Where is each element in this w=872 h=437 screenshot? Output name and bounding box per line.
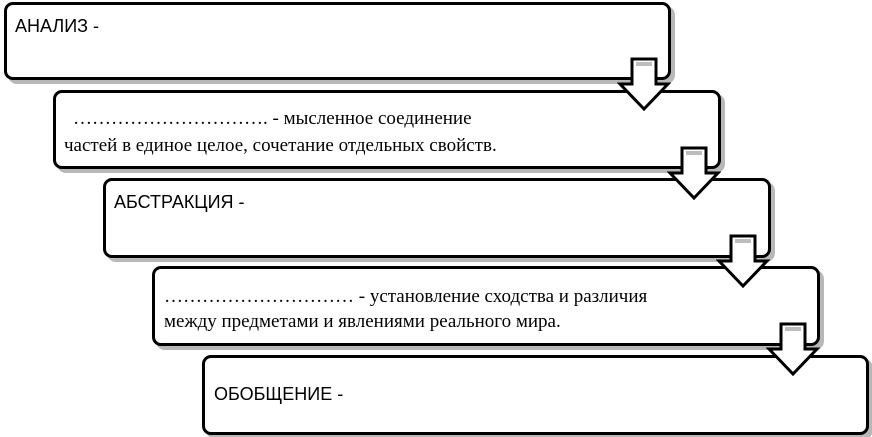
down-arrow-icon — [716, 234, 770, 288]
step-generalization: ОБОБЩЕНИЕ - — [202, 355, 869, 435]
down-arrow-icon — [617, 57, 671, 111]
step-synthesis-line-2: частей в единое целое, сочетание отдельн… — [64, 135, 497, 156]
step-generalization-label: ОБОБЩЕНИЕ - — [214, 384, 344, 404]
step-synthesis: …………………………. - мысленное соединение часте… — [53, 90, 721, 169]
down-arrow-icon — [667, 146, 721, 200]
step-synthesis-line-1: …………………………. - мысленное соединение — [73, 108, 472, 129]
step-analysis-label: АНАЛИЗ - — [15, 16, 100, 36]
down-arrow-icon — [766, 322, 820, 376]
step-analysis: АНАЛИЗ - — [4, 2, 671, 80]
step-abstraction-label: АБСТРАКЦИЯ - — [114, 192, 245, 212]
step-comparison-line-2: между предметами и явлениями реального м… — [164, 311, 561, 332]
step-abstraction: АБСТРАКЦИЯ - — [103, 178, 771, 258]
step-comparison: ………………………… - установление сходства и раз… — [152, 266, 820, 346]
step-comparison-line-1: ………………………… - установление сходства и раз… — [164, 286, 648, 307]
